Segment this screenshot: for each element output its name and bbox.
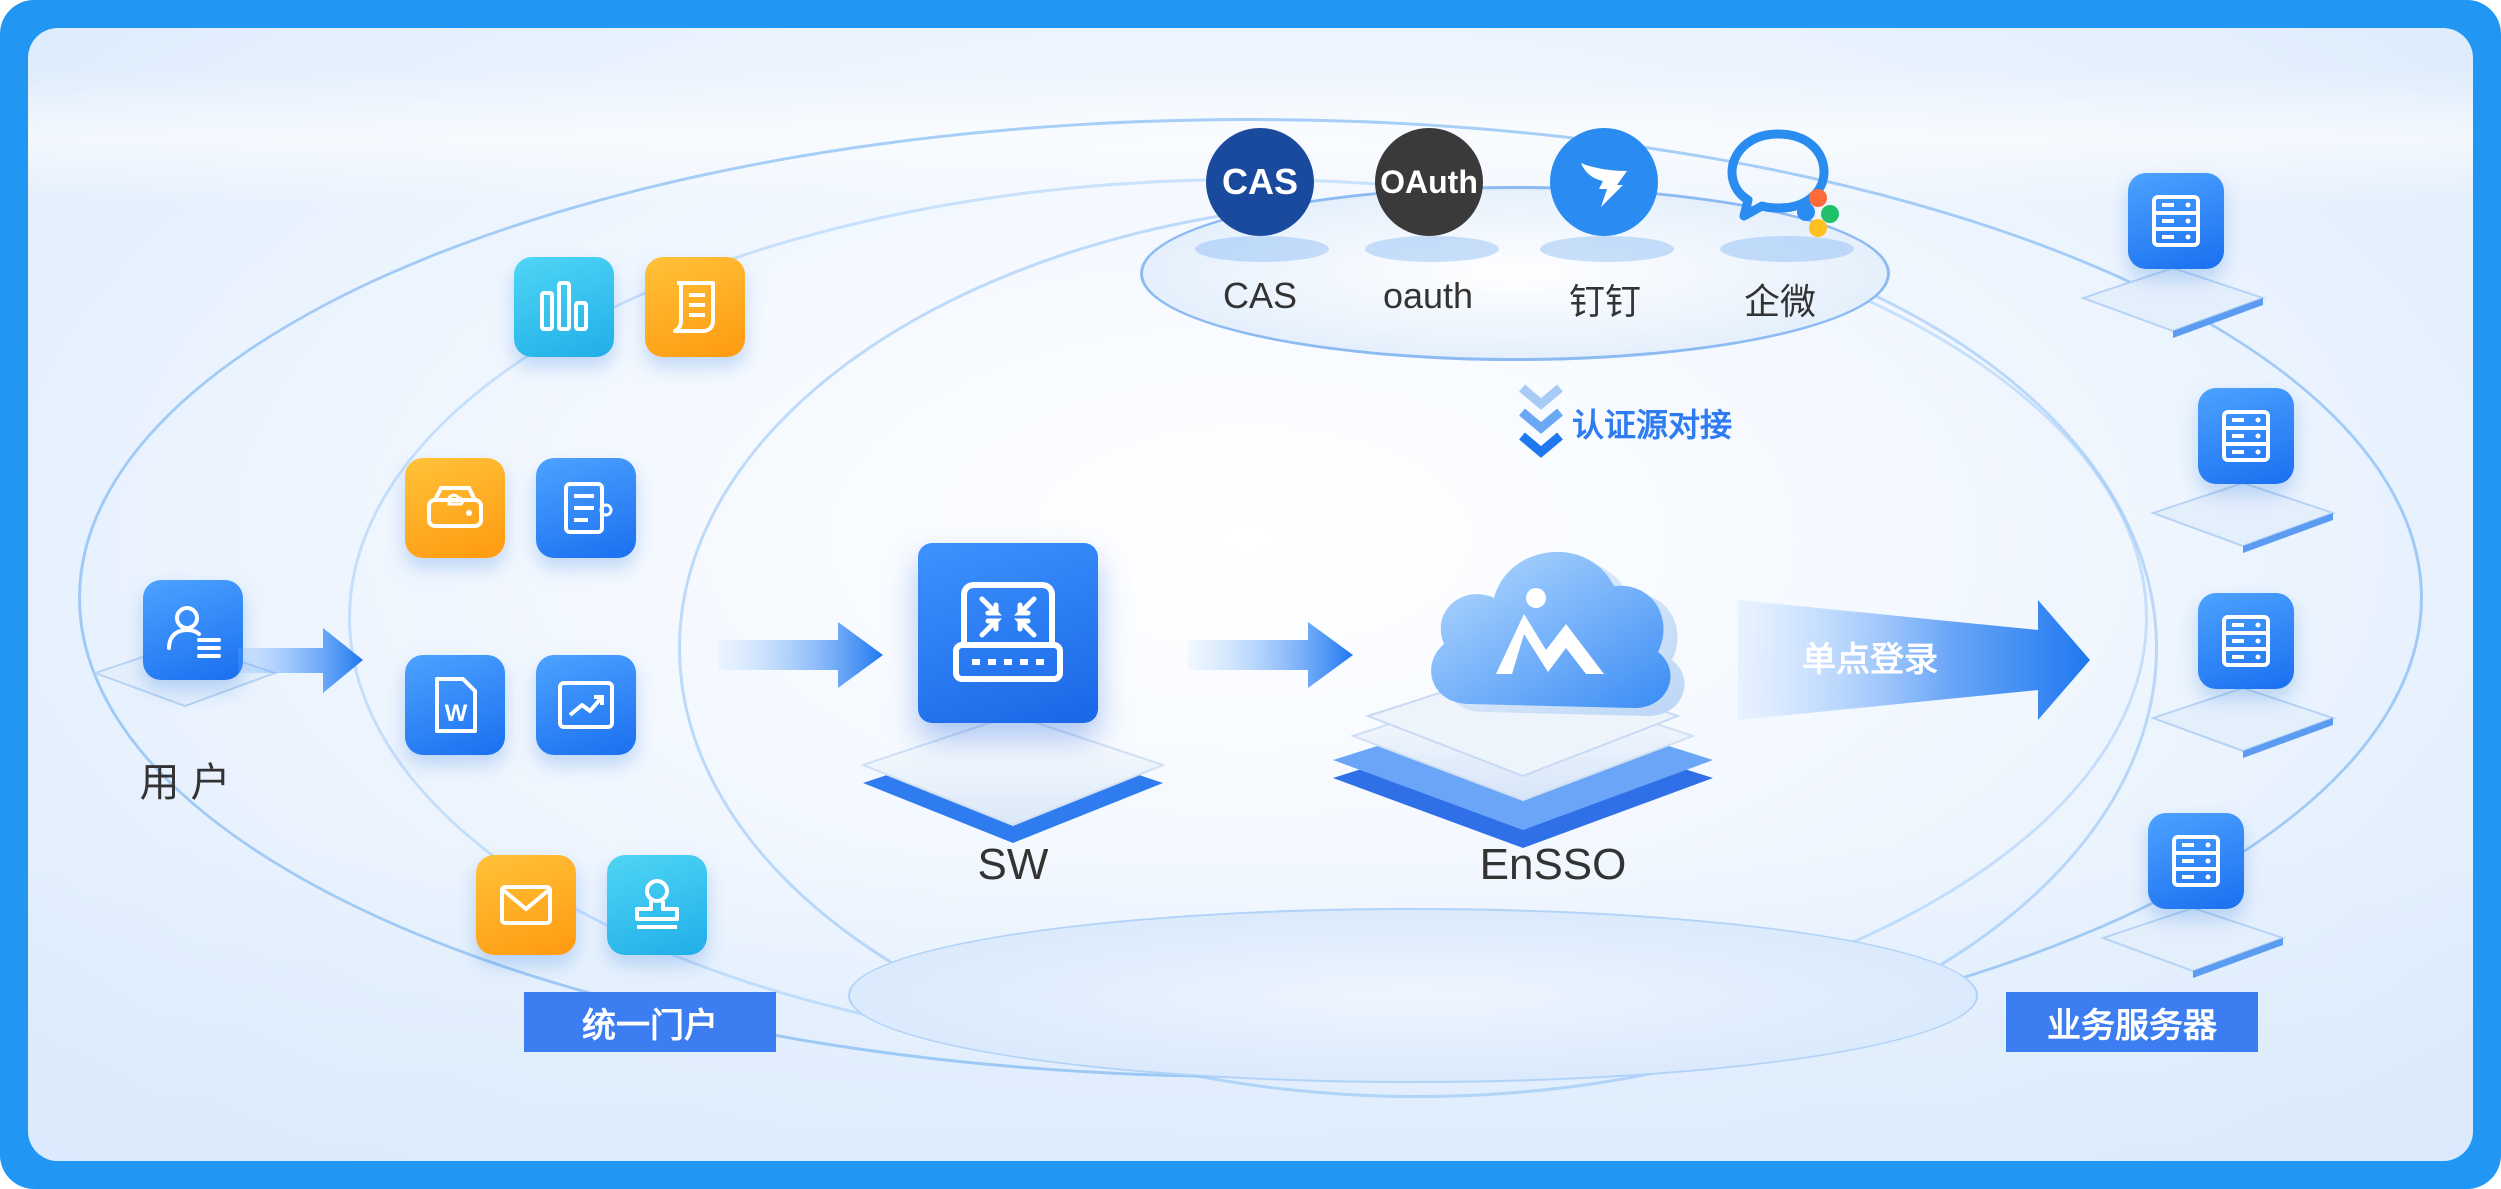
stamp-icon xyxy=(635,879,679,929)
auth-source-label-dingtalk: 钉钉 xyxy=(1568,282,1641,323)
server-platform xyxy=(2149,481,2337,553)
server-rack-icon xyxy=(2222,410,2270,462)
sw-device xyxy=(918,543,1098,723)
portal-app-mail[interactable] xyxy=(476,855,576,955)
server-platform xyxy=(2149,686,2337,758)
server-2[interactable] xyxy=(2148,388,2338,578)
portal-app-stamp[interactable] xyxy=(607,855,707,955)
diagram-panel: 用 户 xyxy=(28,28,2473,1161)
auth-source-shadow-4 xyxy=(1720,236,1854,262)
user-tile xyxy=(143,580,243,680)
auth-dock-label: 认证源对接 xyxy=(1572,406,1733,444)
sso-label: 单点登录 xyxy=(1802,640,1938,680)
dingtalk-badge[interactable] xyxy=(1550,128,1658,236)
cas-badge[interactable]: CAS xyxy=(1206,128,1314,236)
portal-app-cloud-drive[interactable] xyxy=(405,458,505,558)
arrow-sso xyxy=(1738,600,2090,720)
server-tile xyxy=(2148,813,2244,909)
portal-label: 统一门户 xyxy=(524,992,776,1052)
server-1[interactable] xyxy=(2078,173,2268,363)
trend-chart-icon xyxy=(558,681,614,729)
server-rack-icon xyxy=(2172,835,2220,887)
auth-source-label-oauth: oauth xyxy=(1382,275,1474,316)
cloud-drive-icon xyxy=(427,486,483,528)
server-4[interactable] xyxy=(2098,813,2288,1003)
portal-app-trend[interactable] xyxy=(536,655,636,755)
cloud-logo-icon xyxy=(1496,588,1604,674)
portal-app-checklist[interactable] xyxy=(536,458,636,558)
auth-source-label-wecom: 企微 xyxy=(1743,282,1816,323)
auth-source-shadow-2 xyxy=(1365,236,1499,262)
word-doc-icon: W xyxy=(435,677,477,733)
auth-source-shadow-1 xyxy=(1195,236,1329,262)
auth-source-label-cas: CAS xyxy=(1222,275,1298,316)
servers-label: 业务服务器 xyxy=(2006,992,2258,1052)
server-tile xyxy=(2198,388,2294,484)
server-tile xyxy=(2128,173,2224,269)
mail-icon xyxy=(500,885,552,925)
bar-chart-icon xyxy=(540,281,588,331)
server-rack-icon xyxy=(2222,615,2270,667)
portal-app-document[interactable] xyxy=(645,257,745,357)
sw-platform xyxy=(860,713,1166,843)
server-3[interactable] xyxy=(2148,593,2338,783)
svg-text:W: W xyxy=(445,700,468,727)
chevron-down-icon xyxy=(1519,384,1563,458)
portal-app-word[interactable]: W xyxy=(405,655,505,755)
user-list-icon xyxy=(167,606,221,658)
document-icon xyxy=(673,281,715,333)
sw-label: SW xyxy=(977,840,1049,889)
oauth-badge[interactable]: OAuth xyxy=(1375,128,1483,236)
server-rack-icon xyxy=(2152,195,2200,247)
ensso-cloud xyxy=(1431,551,1685,716)
ensso-label: EnSSO xyxy=(1479,840,1627,889)
server-platform xyxy=(2099,906,2287,978)
arrow-sw-to-ensso xyxy=(1188,622,1353,688)
server-tile xyxy=(2198,593,2294,689)
arrow-user-to-portal xyxy=(238,628,363,693)
portal-app-barchart[interactable] xyxy=(514,257,614,357)
core-floor-ellipse xyxy=(848,908,1978,1083)
auth-source-shadow-3 xyxy=(1540,236,1674,262)
wecom-icon[interactable] xyxy=(1722,120,1842,240)
gateway-device-icon xyxy=(953,582,1063,682)
server-platform xyxy=(2079,266,2267,338)
dingtalk-icon xyxy=(1581,163,1627,207)
user-label: 用 户 xyxy=(139,761,231,805)
checklist-icon xyxy=(564,482,613,534)
arrow-portal-to-sw xyxy=(718,622,883,688)
